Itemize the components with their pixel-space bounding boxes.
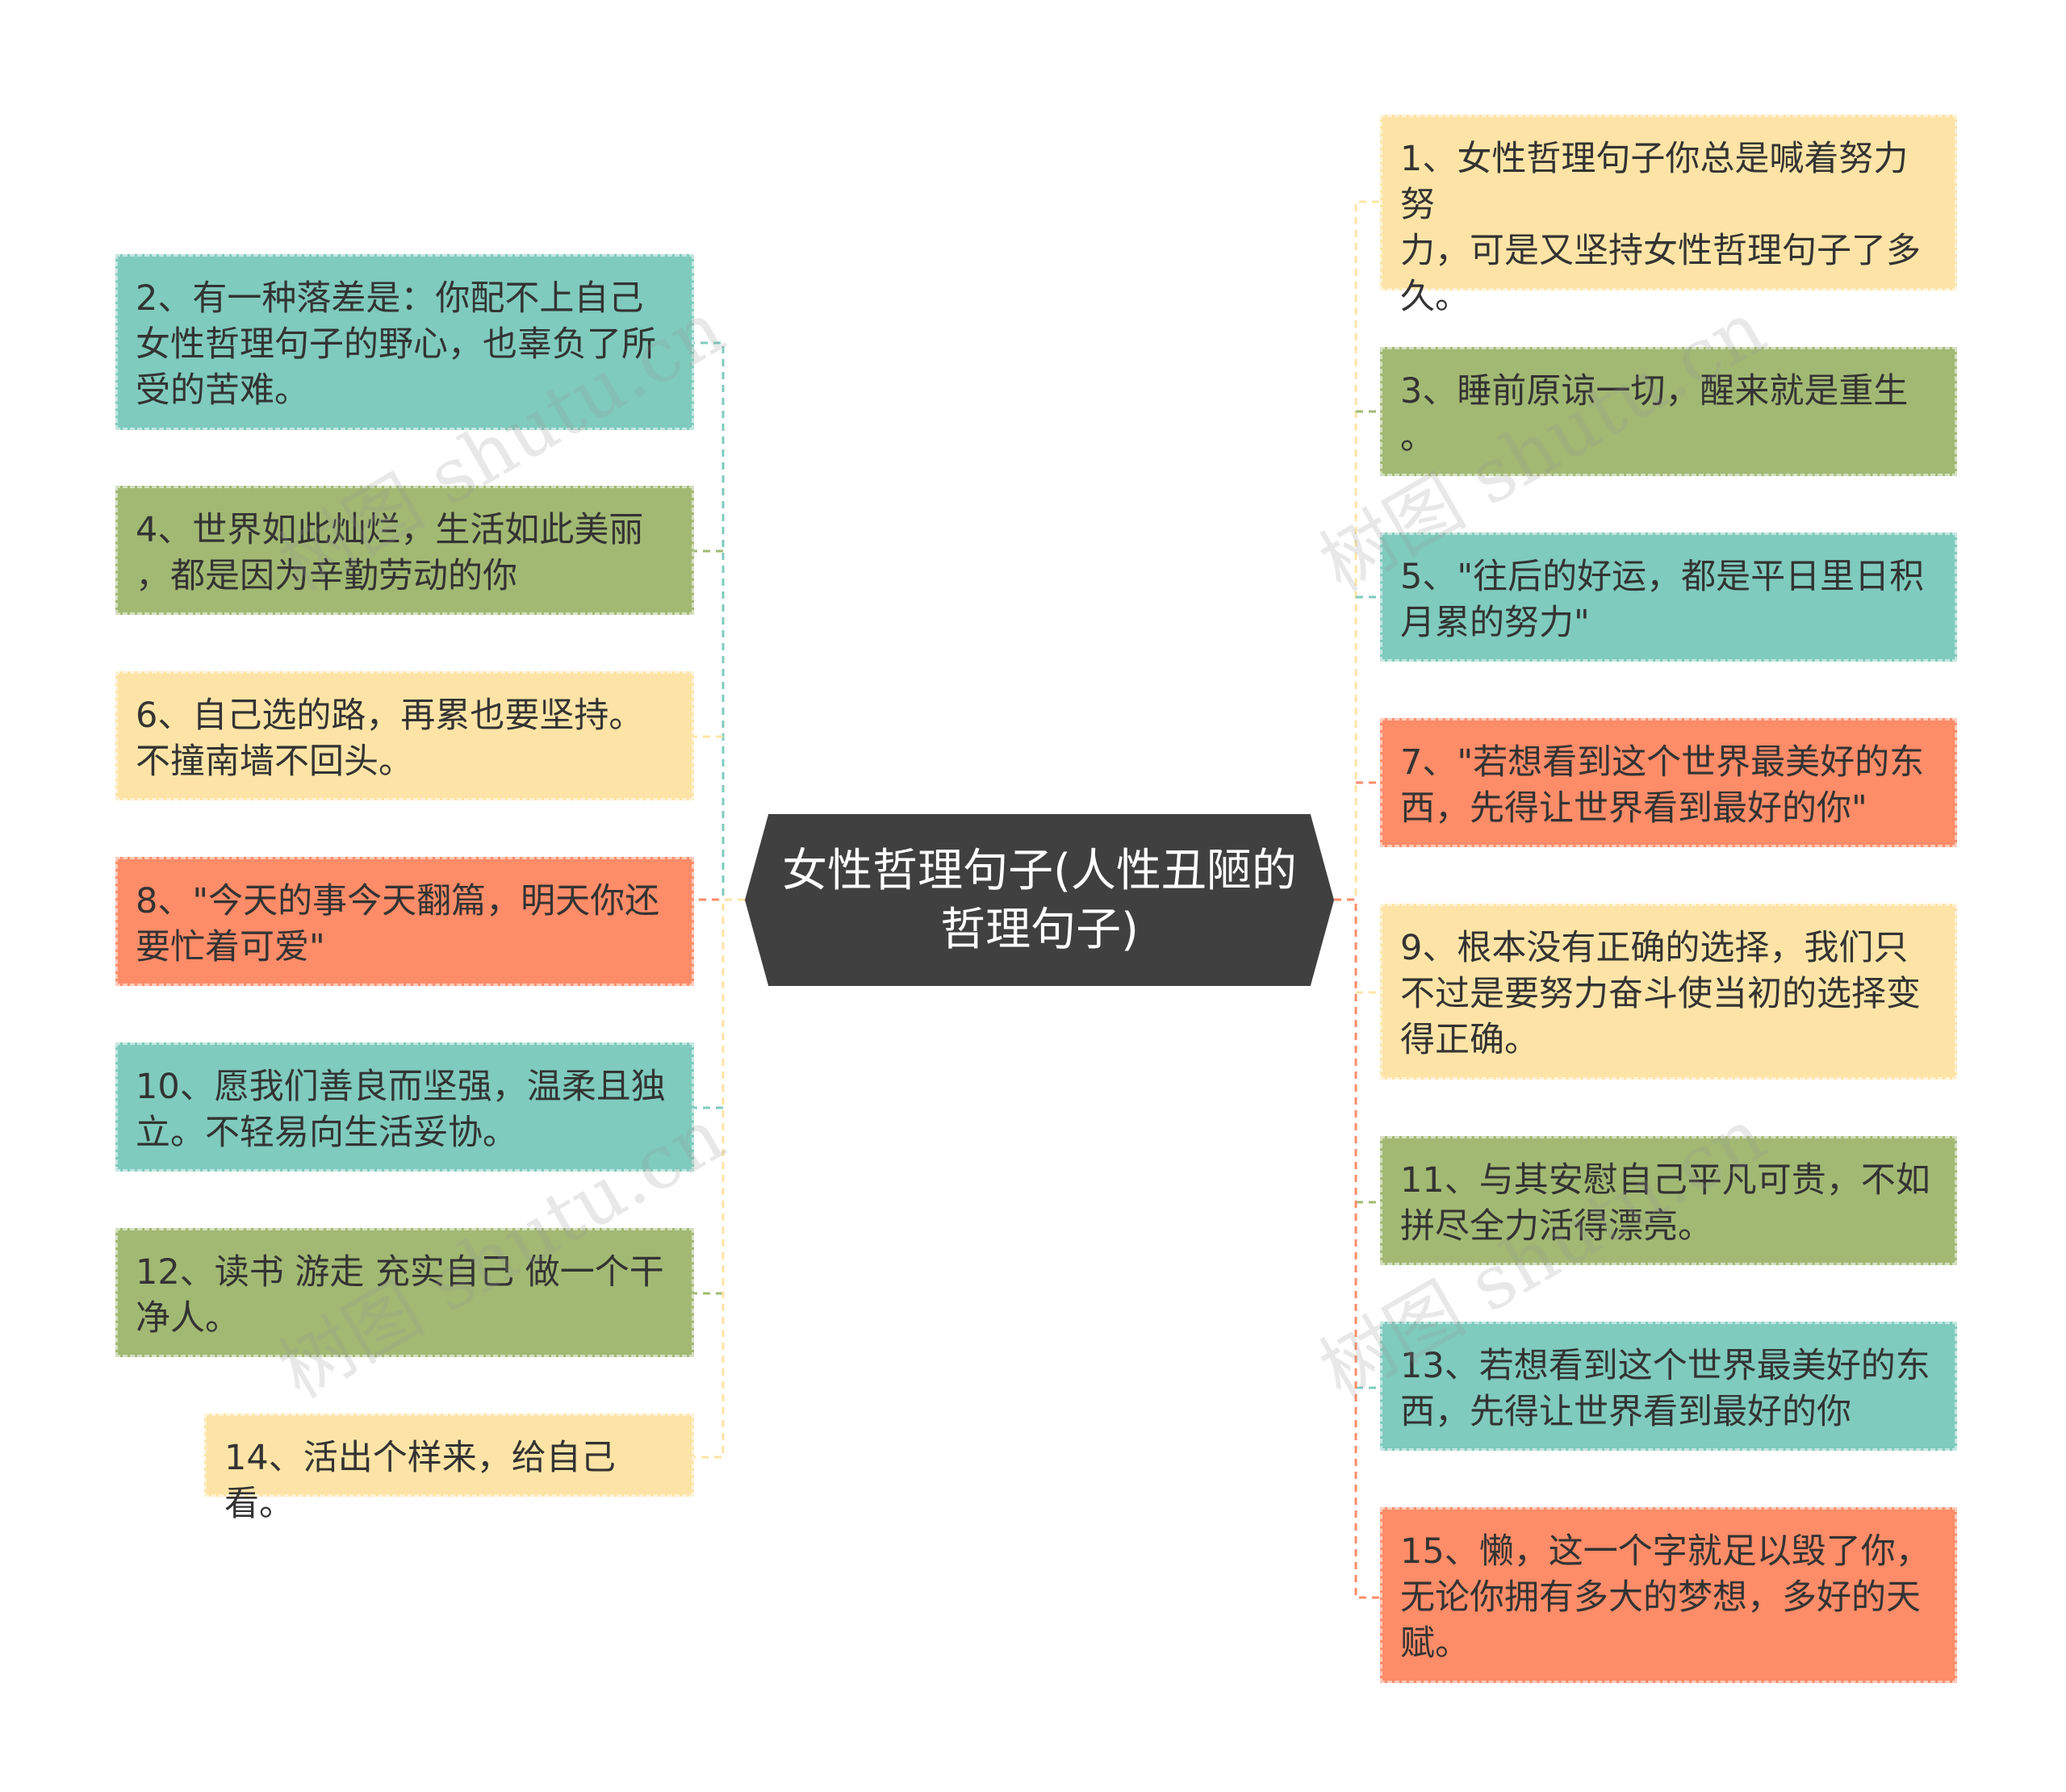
node-6-line-2: 不撞南墙不回头。 — [136, 741, 413, 782]
node-11[interactable]: 11、与其安慰自己平凡可贵，不如 拼尽全力活得漂亮。 — [1380, 1136, 1957, 1265]
node-8[interactable]: 8、"今天的事今天翻篇，明天你还 要忙着可爱" — [115, 857, 694, 986]
node-13-line-1: 13、若想看到这个世界最美好的东 — [1400, 1346, 1930, 1386]
node-1-line-2: 力，可是又坚持女性哲理句子了多 — [1400, 231, 1921, 271]
node-14-line-1: 14、活出个样来，给自己看。 — [224, 1438, 616, 1524]
node-9-line-3: 得正确。 — [1400, 1020, 1539, 1060]
node-2[interactable]: 2、有一种落差是：你配不上自己 女性哲理句子的野心，也辜负了所 受的苦难。 — [115, 254, 694, 430]
node-12-line-1: 12、读书 游走 充实自己 做一个干 — [136, 1252, 664, 1293]
node-10[interactable]: 10、愿我们善良而坚强，温柔且独 立。不轻易向生活妥协。 — [115, 1042, 694, 1172]
connector-left-14 — [694, 898, 745, 1459]
node-11-line-1: 11、与其安慰自己平凡可贵，不如 — [1400, 1160, 1930, 1201]
node-7[interactable]: 7、"若想看到这个世界最美好的东 西，先得让世界看到最好的你" — [1380, 718, 1957, 847]
node-1[interactable]: 1、女性哲理句子你总是喊着努力努 力，可是又坚持女性哲理句子了多 久。 — [1380, 115, 1957, 317]
connector-right-15 — [1334, 898, 1380, 1599]
node-6-line-1: 6、自己选的路，再累也要坚持。 — [136, 695, 644, 736]
node-7-line-1: 7、"若想看到这个世界最美好的东 — [1400, 742, 1925, 783]
node-11-line-2: 拼尽全力活得漂亮。 — [1400, 1206, 1713, 1247]
node-14[interactable]: 14、活出个样来，给自己看。 — [204, 1414, 694, 1524]
node-10-line-1: 10、愿我们善良而坚强，温柔且独 — [136, 1067, 666, 1107]
node-13[interactable]: 13、若想看到这个世界最美好的东 西，先得让世界看到最好的你 — [1380, 1322, 1957, 1451]
node-15-line-1: 15、懒，这一个字就足以毁了你， — [1400, 1531, 1930, 1572]
connector-right-1 — [1334, 200, 1380, 901]
node-13-line-2: 西，先得让世界看到最好的你 — [1400, 1392, 1851, 1432]
node-7-line-2: 西，先得让世界看到最好的你" — [1400, 788, 1867, 829]
node-8-line-1: 8、"今天的事今天翻篇，明天你还 — [136, 881, 660, 921]
node-5[interactable]: 5、"往后的好运，都是平日里日积 月累的努力" — [1380, 533, 1957, 662]
node-8-line-2: 要忙着可爱" — [136, 927, 325, 967]
central-topic[interactable]: 女性哲理句子(人性丑陋的 哲理句子) — [745, 814, 1334, 986]
node-5-line-2: 月累的努力" — [1400, 603, 1590, 643]
node-1-line-3: 久。 — [1400, 277, 1470, 317]
node-4[interactable]: 4、世界如此灿烂，生活如此美丽 ，都是因为辛勤劳动的你 — [115, 486, 694, 615]
node-9-line-1: 9、根本没有正确的选择，我们只 — [1400, 928, 1909, 968]
central-topic-line-2: 哲理句子) — [940, 904, 1139, 956]
node-10-line-2: 立。不轻易向生活妥协。 — [136, 1113, 517, 1153]
node-6[interactable]: 6、自己选的路，再累也要坚持。 不撞南墙不回头。 — [115, 671, 694, 800]
node-15-line-3: 赋。 — [1400, 1623, 1470, 1664]
node-2-line-1: 2、有一种落差是：你配不上自己 — [136, 278, 644, 319]
node-9[interactable]: 9、根本没有正确的选择，我们只 不过是要努力奋斗使当初的选择变 得正确。 — [1380, 904, 1957, 1080]
node-12[interactable]: 12、读书 游走 充实自己 做一个干 净人。 — [115, 1228, 694, 1357]
node-4-line-2: ，都是因为辛勤劳动的你 — [136, 556, 517, 596]
connector-left-2 — [694, 341, 745, 901]
node-12-line-2: 净人。 — [136, 1298, 240, 1339]
node-3[interactable]: 3、睡前原谅一切，醒来就是重生 。 — [1380, 347, 1957, 476]
node-15[interactable]: 15、懒，这一个字就足以毁了你， 无论你拥有多大的梦想，多好的天 赋。 — [1380, 1507, 1957, 1683]
central-topic-line-1: 女性哲理句子(人性丑陋的 — [782, 845, 1297, 897]
node-3-line-1: 3、睡前原谅一切，醒来就是重生 — [1400, 371, 1909, 411]
node-2-line-2: 女性哲理句子的野心，也辜负了所 — [136, 324, 656, 365]
node-15-line-2: 无论你拥有多大的梦想，多好的天 — [1400, 1577, 1921, 1618]
node-4-line-1: 4、世界如此灿烂，生活如此美丽 — [136, 510, 644, 550]
node-3-line-2: 。 — [1400, 417, 1435, 457]
node-9-line-2: 不过是要努力奋斗使当初的选择变 — [1400, 974, 1921, 1014]
node-1-line-1: 1、女性哲理句子你总是喊着努力努 — [1400, 139, 1909, 225]
node-2-line-3: 受的苦难。 — [136, 370, 309, 411]
node-5-line-1: 5、"往后的好运，都是平日里日积 — [1400, 557, 1925, 597]
